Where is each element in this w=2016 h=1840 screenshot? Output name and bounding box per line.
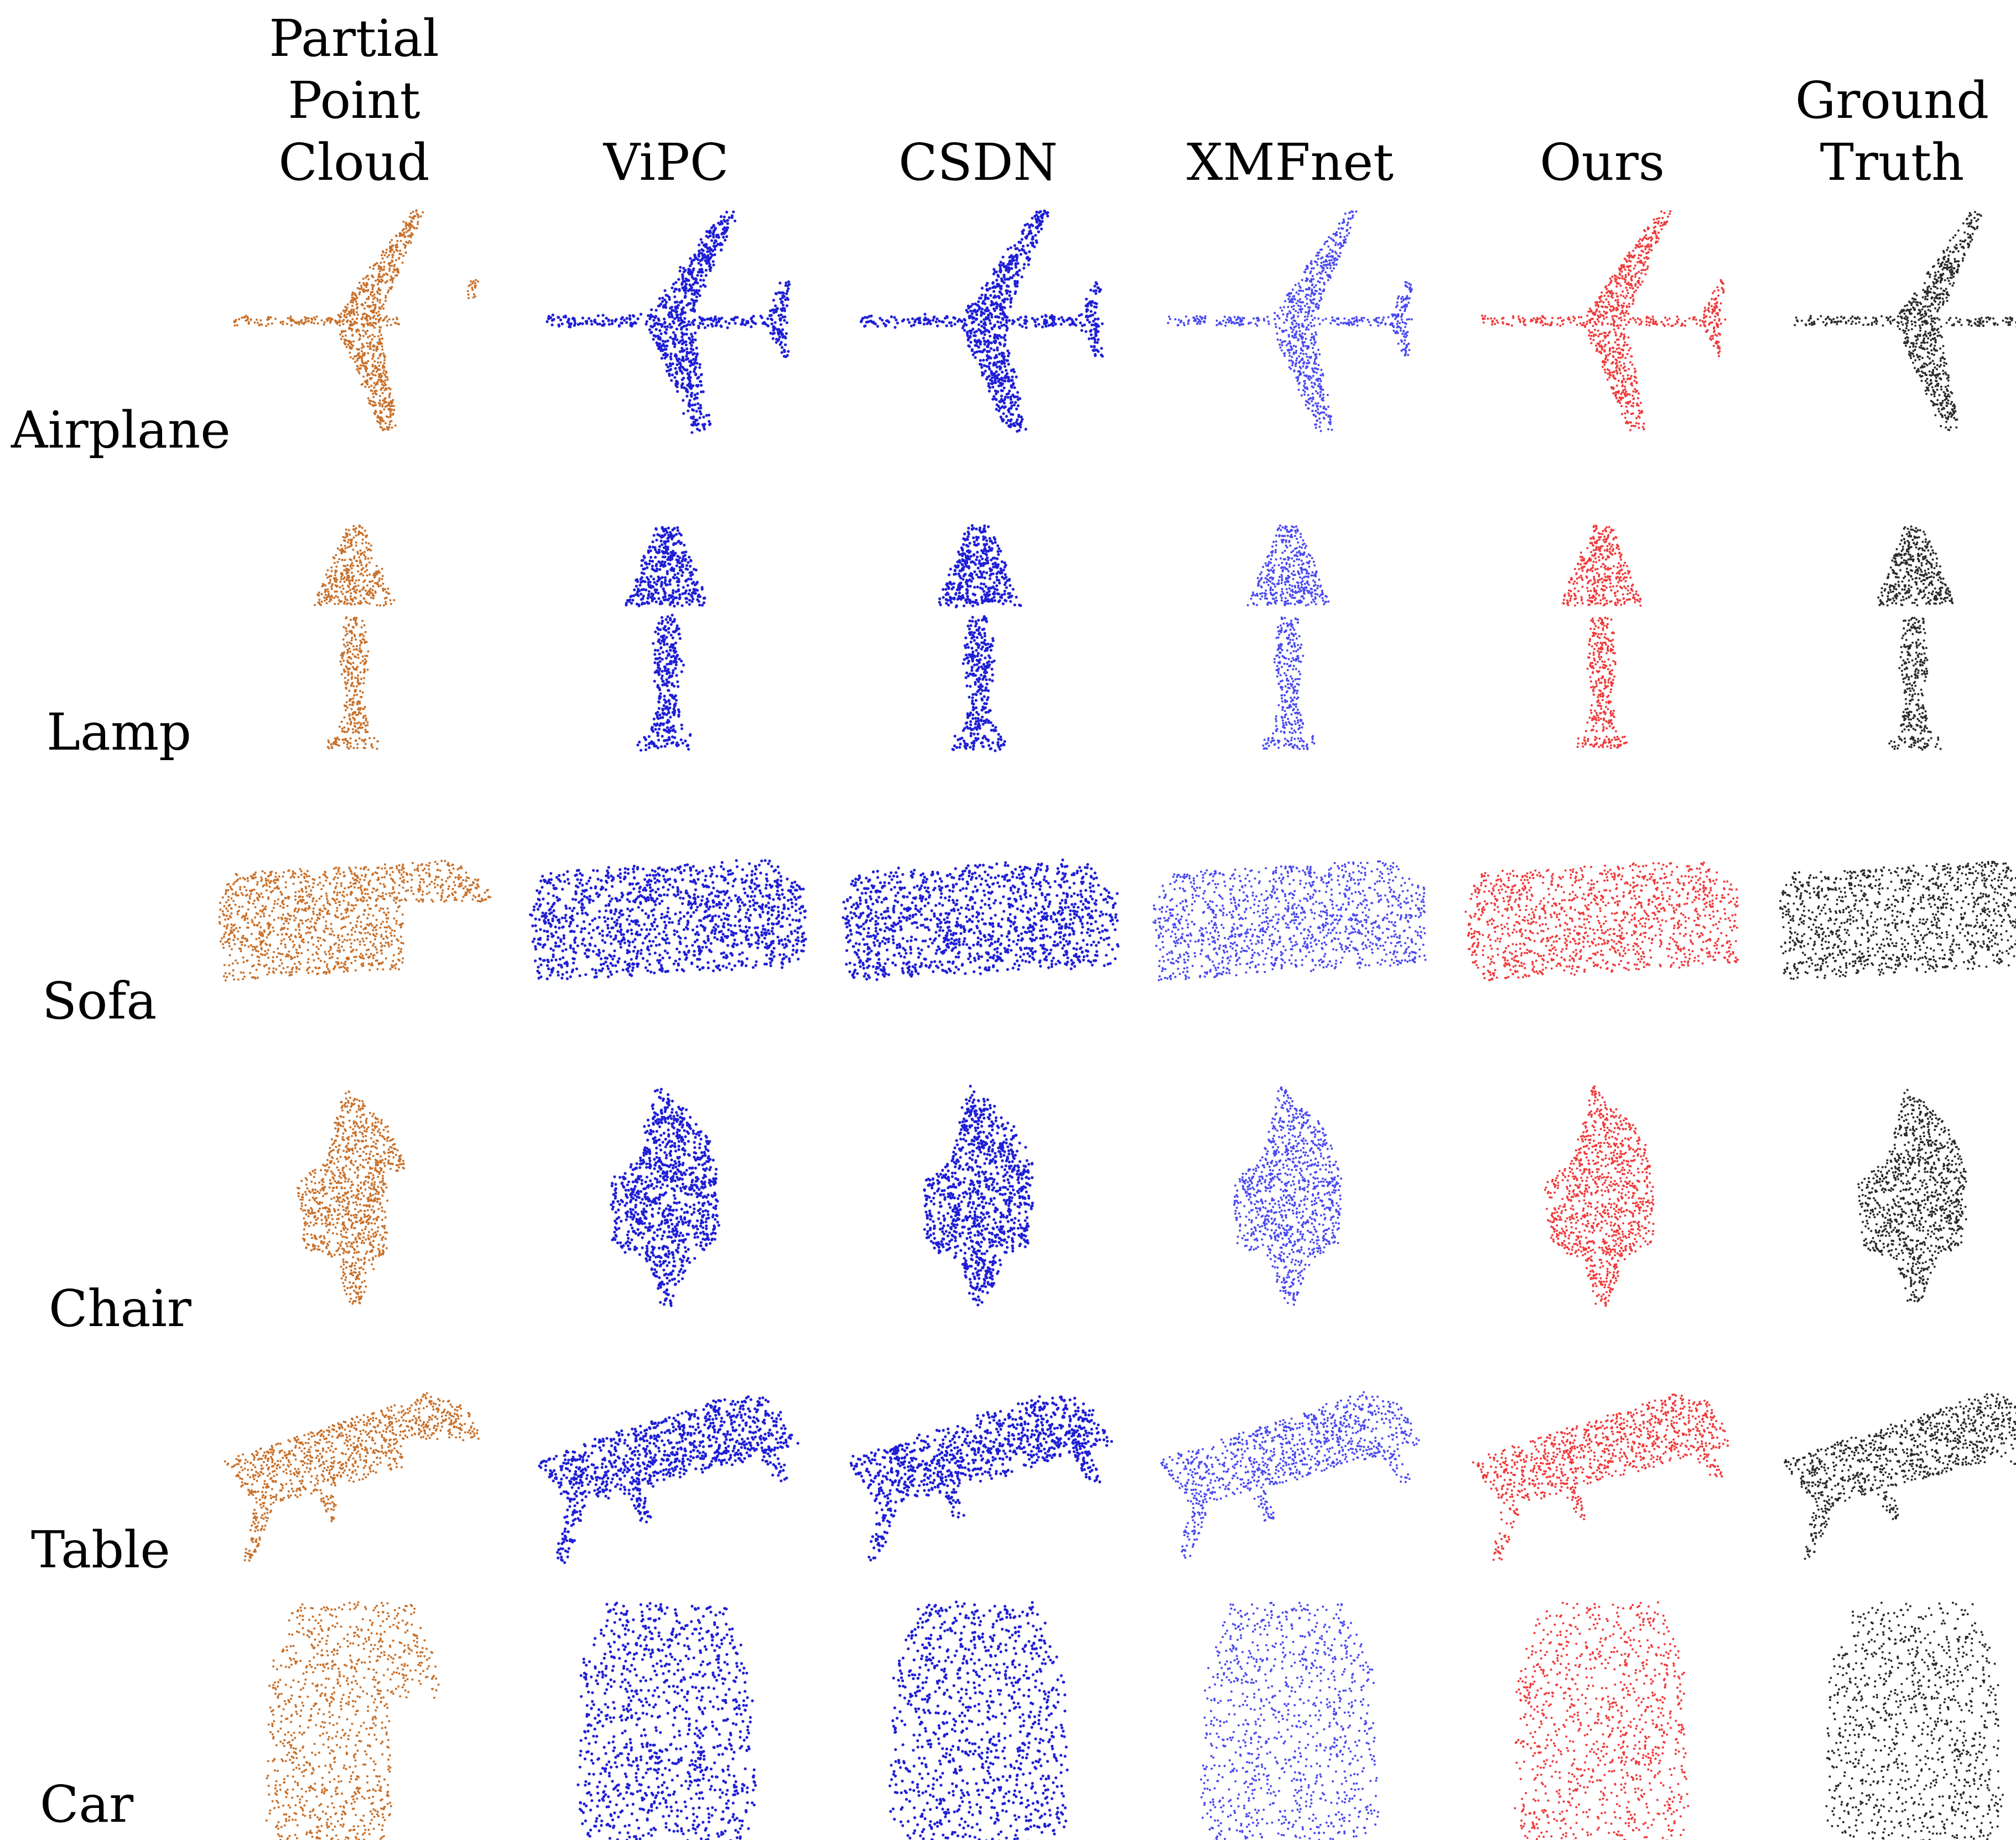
row-label-table: Table	[31, 1519, 170, 1581]
column-header-vipc: ViPC	[522, 132, 810, 194]
point-cloud-table-col2	[849, 1395, 1113, 1562]
point-cloud-airplane-col4	[1481, 210, 1727, 432]
point-cloud-chair-col5	[1857, 1089, 1967, 1302]
column-header-partial-point-cloud: Partial Point Cloud	[210, 8, 498, 194]
point-cloud-chair-col2	[923, 1084, 1034, 1307]
point-cloud-chair-col4	[1544, 1085, 1655, 1307]
column-header-ours: Ours	[1458, 132, 1746, 194]
point-cloud-chair-col1	[610, 1088, 720, 1307]
column-header-ground-truth: Ground Truth	[1770, 70, 2014, 194]
row-label-car: Car	[40, 1774, 133, 1836]
point-cloud-airplane-col2	[860, 209, 1104, 433]
point-cloud-airplane-col5	[1794, 211, 2016, 432]
point-cloud-sofa-col0	[218, 860, 492, 982]
row-label-lamp: Lamp	[46, 701, 191, 763]
point-cloud-table-col3	[1160, 1391, 1420, 1559]
point-cloud-airplane-col1	[545, 210, 791, 434]
point-cloud-table-col1	[538, 1395, 799, 1564]
point-cloud-sofa-col1	[529, 859, 807, 980]
row-label-airplane: Airplane	[11, 399, 231, 461]
point-cloud-car-col2	[889, 1600, 1069, 1840]
row-label-chair: Chair	[49, 1278, 191, 1340]
point-cloud-lamp-col1	[625, 526, 706, 752]
point-cloud-sofa-col5	[1779, 860, 2016, 980]
point-cloud-lamp-col5	[1877, 525, 1954, 751]
point-cloud-airplane-col0	[233, 209, 479, 432]
point-cloud-chair-col3	[1233, 1086, 1343, 1306]
point-cloud-car-col3	[1199, 1602, 1380, 1840]
point-cloud-table-col4	[1472, 1394, 1729, 1561]
point-cloud-lamp-col3	[1246, 524, 1330, 751]
point-cloud-lamp-col4	[1562, 524, 1642, 750]
point-cloud-lamp-col2	[938, 524, 1022, 752]
point-cloud-chair-col0	[297, 1090, 406, 1305]
point-cloud-car-col4	[1514, 1601, 1690, 1840]
point-cloud-lamp-col0	[314, 524, 396, 750]
point-cloud-car-col0	[265, 1601, 440, 1840]
point-cloud-table-col0	[224, 1392, 480, 1562]
column-header-csdn: CSDN	[834, 132, 1122, 194]
point-cloud-sofa-col4	[1464, 861, 1739, 981]
row-label-sofa: Sofa	[42, 970, 157, 1032]
point-cloud-table-col5	[1784, 1393, 2016, 1560]
point-cloud-car-col5	[1825, 1602, 2004, 1840]
point-cloud-sofa-col2	[841, 858, 1120, 981]
column-header-xmfnet: XMFnet	[1146, 132, 1434, 194]
point-cloud-car-col1	[576, 1602, 757, 1840]
point-cloud-sofa-col3	[1152, 860, 1427, 981]
point-cloud-airplane-col3	[1167, 210, 1413, 433]
